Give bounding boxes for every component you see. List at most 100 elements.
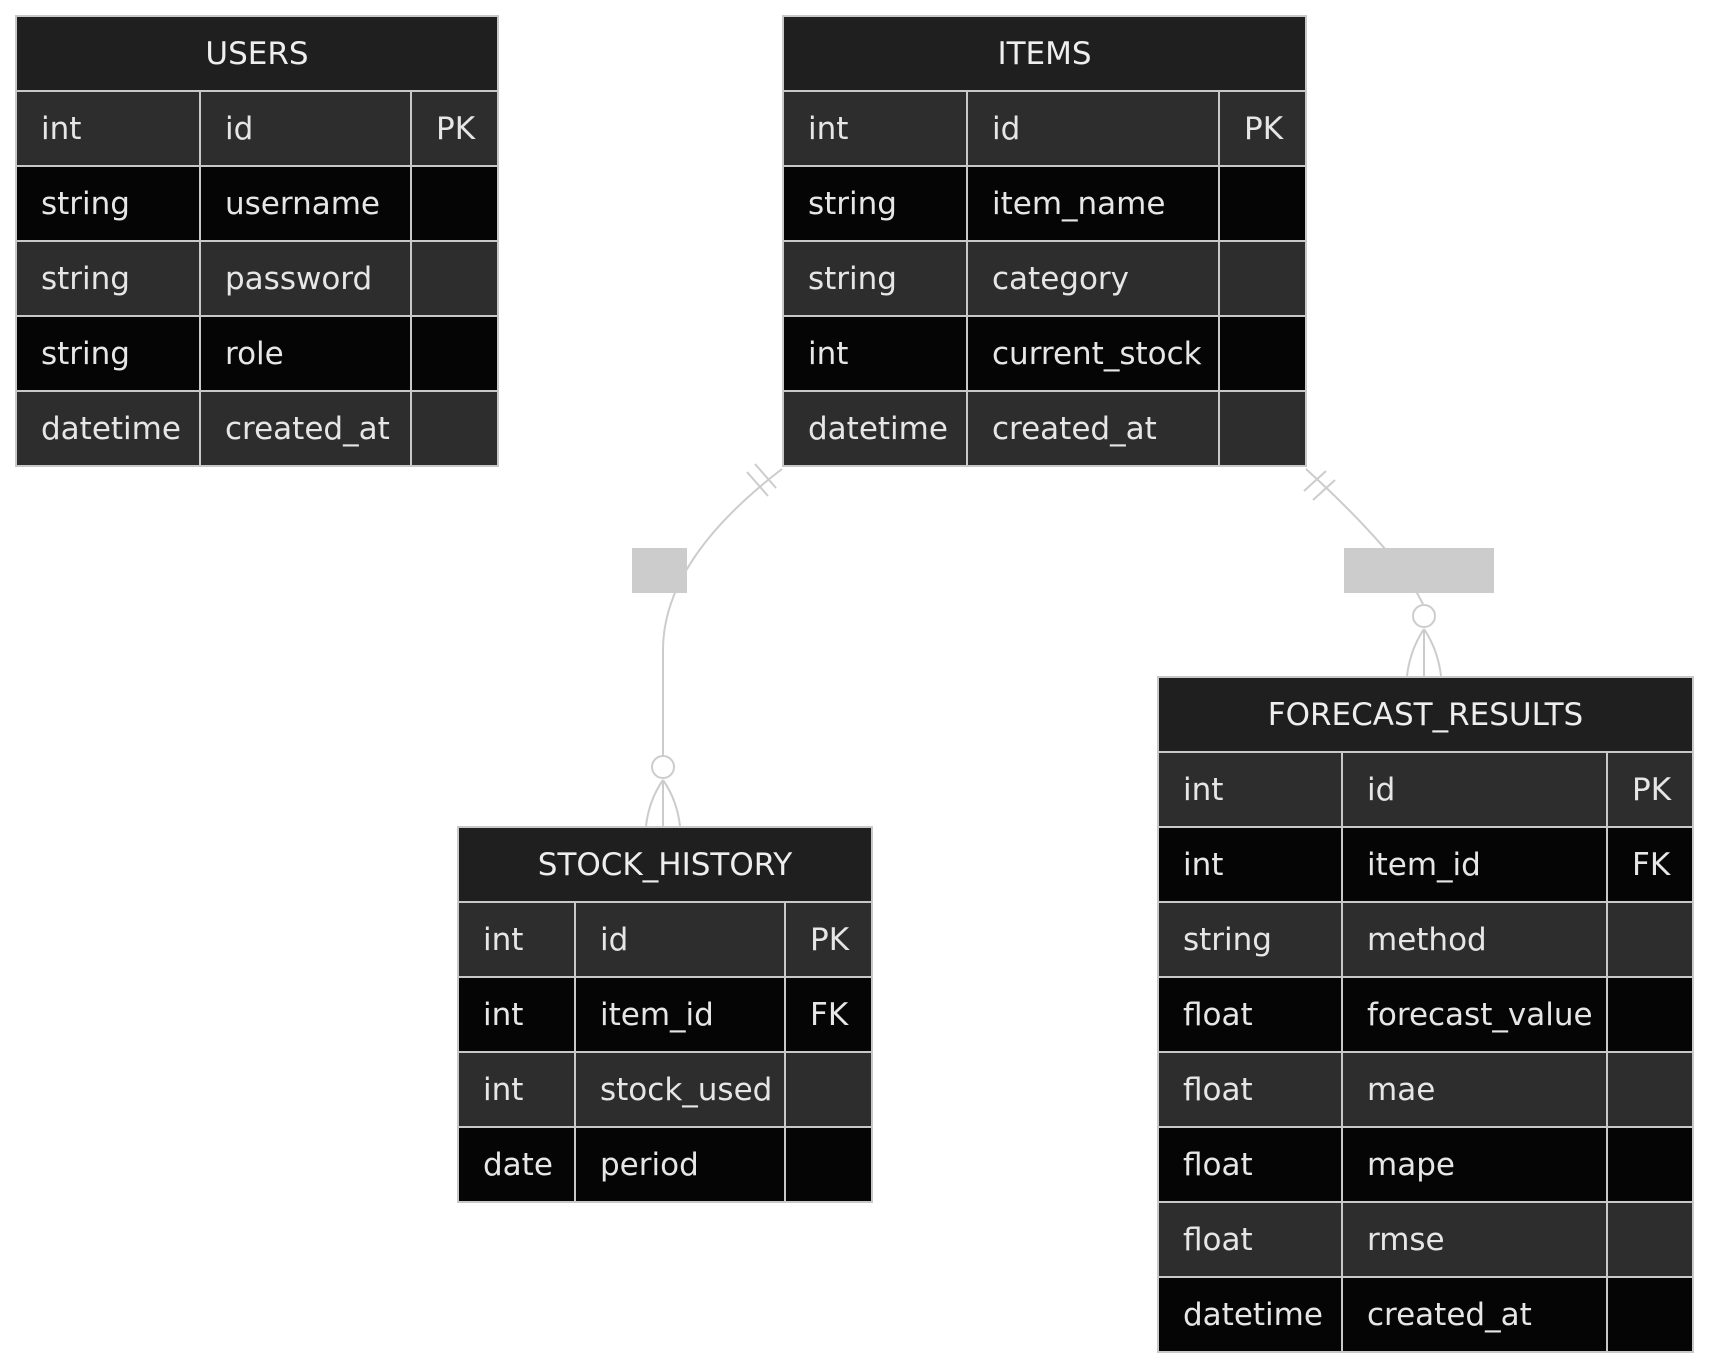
- attribute-name: password: [201, 242, 412, 315]
- entity-stock-history: STOCK_HISTORY int id PK int item_id FK i…: [457, 826, 873, 1203]
- attribute-row: float mae: [1159, 1053, 1692, 1128]
- attribute-type: float: [1159, 1128, 1343, 1201]
- attribute-key: [786, 1128, 871, 1201]
- exactly-one-marker: [1303, 470, 1327, 492]
- attribute-name: id: [968, 92, 1220, 165]
- attribute-key: [1220, 392, 1305, 465]
- attribute-name: method: [1343, 903, 1608, 976]
- attribute-type: string: [17, 167, 201, 240]
- attribute-name: mape: [1343, 1128, 1608, 1201]
- attribute-type: string: [1159, 903, 1343, 976]
- attribute-name: period: [576, 1128, 786, 1201]
- attribute-key: [1608, 1128, 1692, 1201]
- entity-items: ITEMS int id PK string item_name string …: [782, 15, 1307, 467]
- attribute-type: int: [459, 1053, 576, 1126]
- attribute-type: string: [17, 242, 201, 315]
- attribute-type: date: [459, 1128, 576, 1201]
- attribute-key: [1608, 1053, 1692, 1126]
- attribute-row: datetime created_at: [1159, 1278, 1692, 1351]
- attribute-type: string: [784, 167, 968, 240]
- attribute-row: string method: [1159, 903, 1692, 978]
- attribute-key: [1220, 167, 1305, 240]
- attribute-type: int: [1159, 753, 1343, 826]
- attribute-type: int: [17, 92, 201, 165]
- attribute-key: [412, 167, 497, 240]
- attribute-row: date period: [459, 1128, 871, 1201]
- attribute-key: PK: [1244, 110, 1284, 147]
- zero-marker: [651, 755, 675, 779]
- attribute-key: [786, 1053, 871, 1126]
- relationship-items-stock-history-line: [662, 468, 783, 757]
- attribute-name: username: [201, 167, 412, 240]
- attribute-type: int: [1159, 828, 1343, 901]
- attribute-type: datetime: [1159, 1278, 1343, 1351]
- attribute-row: float forecast_value: [1159, 978, 1692, 1053]
- attribute-row: int item_id FK: [459, 978, 871, 1053]
- attribute-name: current_stock: [968, 317, 1220, 390]
- exactly-one-marker: [1312, 479, 1336, 501]
- attribute-name: created_at: [968, 392, 1220, 465]
- attribute-name: mae: [1343, 1053, 1608, 1126]
- entity-forecast-results: FORECAST_RESULTS int id PK int item_id F…: [1157, 676, 1694, 1353]
- many-marker: [645, 779, 681, 827]
- attribute-row: datetime created_at: [17, 392, 497, 465]
- attribute-key: FK: [1632, 846, 1671, 883]
- attribute-key: PK: [436, 110, 476, 147]
- entity-title: ITEMS: [784, 17, 1305, 92]
- attribute-name: id: [1343, 753, 1608, 826]
- attribute-name: item_id: [576, 978, 786, 1051]
- attribute-type: float: [1159, 1203, 1343, 1276]
- attribute-row: float rmse: [1159, 1203, 1692, 1278]
- attribute-type: string: [784, 242, 968, 315]
- attribute-name: item_id: [1343, 828, 1608, 901]
- attribute-key: [412, 317, 497, 390]
- many-marker: [1406, 628, 1442, 677]
- attribute-type: int: [784, 317, 968, 390]
- attribute-name: created_at: [201, 392, 412, 465]
- attribute-key: [412, 392, 497, 465]
- attribute-name: created_at: [1343, 1278, 1608, 1351]
- attribute-key: [1608, 1203, 1692, 1276]
- attribute-name: forecast_value: [1343, 978, 1608, 1051]
- exactly-one-marker: [754, 463, 777, 489]
- attribute-name: role: [201, 317, 412, 390]
- relationship-label-box: [1344, 548, 1494, 593]
- attribute-row: string username: [17, 167, 497, 242]
- attribute-row: int item_id FK: [1159, 828, 1692, 903]
- relationship-label-box: [632, 548, 687, 593]
- attribute-key: [1608, 903, 1692, 976]
- zero-marker: [1412, 604, 1436, 628]
- attribute-type: float: [1159, 1053, 1343, 1126]
- attribute-row: int current_stock: [784, 317, 1305, 392]
- entity-title: STOCK_HISTORY: [459, 828, 871, 903]
- attribute-row: float mape: [1159, 1128, 1692, 1203]
- attribute-type: int: [784, 92, 968, 165]
- entity-title: FORECAST_RESULTS: [1159, 678, 1692, 753]
- attribute-type: datetime: [17, 392, 201, 465]
- attribute-key: [412, 242, 497, 315]
- attribute-type: datetime: [784, 392, 968, 465]
- attribute-name: item_name: [968, 167, 1220, 240]
- attribute-key: [1608, 1278, 1692, 1351]
- exactly-one-marker: [746, 471, 769, 497]
- attribute-row: datetime created_at: [784, 392, 1305, 465]
- attribute-name: id: [201, 92, 412, 165]
- attribute-type: float: [1159, 978, 1343, 1051]
- attribute-key: PK: [810, 921, 850, 958]
- attribute-key: FK: [810, 996, 849, 1033]
- attribute-row: string item_name: [784, 167, 1305, 242]
- entity-title: USERS: [17, 17, 497, 92]
- attribute-type: string: [17, 317, 201, 390]
- attribute-row: int id PK: [784, 92, 1305, 167]
- attribute-type: int: [459, 903, 576, 976]
- attribute-key: [1220, 242, 1305, 315]
- attribute-key: PK: [1632, 771, 1672, 808]
- attribute-name: rmse: [1343, 1203, 1608, 1276]
- attribute-name: stock_used: [576, 1053, 786, 1126]
- attribute-type: int: [459, 978, 576, 1051]
- attribute-row: int id PK: [17, 92, 497, 167]
- entity-users: USERS int id PK string username string p…: [15, 15, 499, 467]
- attribute-row: int id PK: [459, 903, 871, 978]
